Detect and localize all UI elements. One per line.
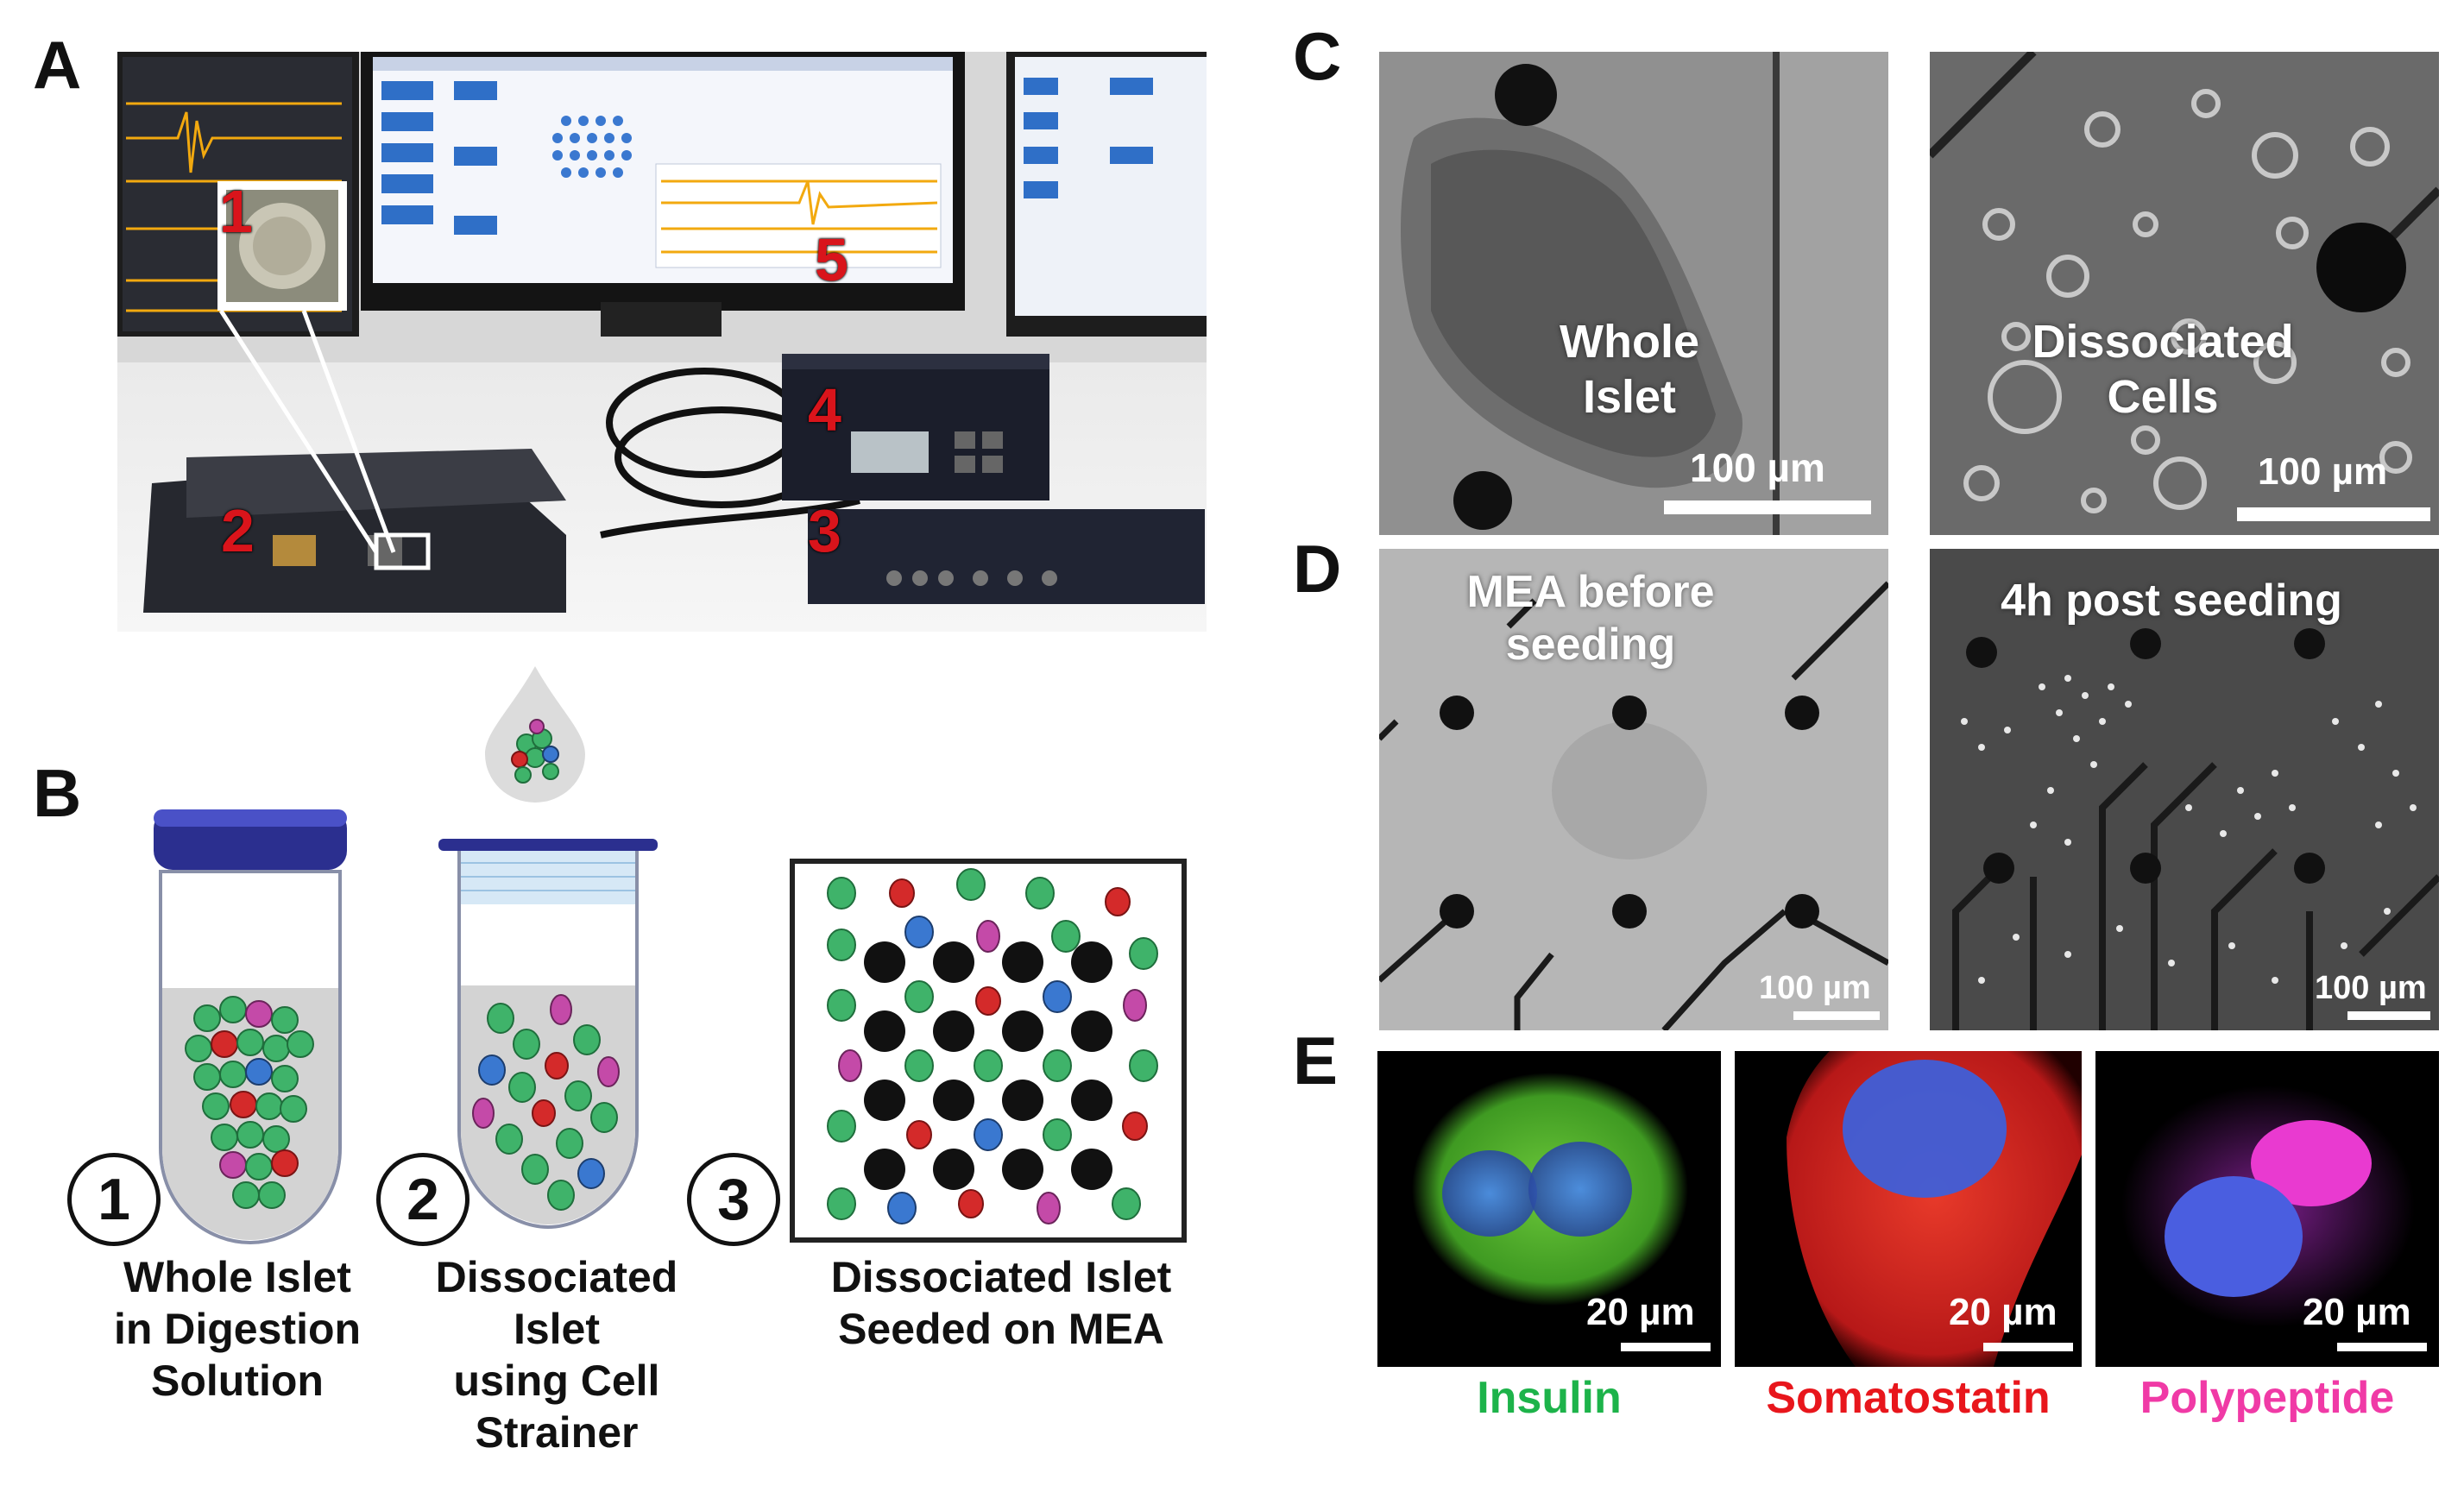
step-3-caption: Dissociated Islet Seeded on MEA [759,1251,1243,1355]
setup-photo-drawing [117,52,1207,632]
caption-line: Strainer [475,1408,639,1457]
scale-label: 100 µm [2315,970,2427,1006]
step-1-caption: Whole Islet in Digestion Solution [52,1251,423,1407]
post-seeding-label: 4h post seeding [1964,575,2379,627]
caption-line: Whole Islet [123,1253,351,1301]
caption-line: Dissociated Islet [830,1253,1172,1301]
polypeptide-cell-drawing [2121,1086,2415,1327]
setup-photo: 1 2 3 4 5 [117,52,1207,632]
scale-label: 100 µm [2258,450,2388,493]
caption-line: Dissociated [435,1253,678,1301]
dissociated-cells-texture [1930,52,2439,535]
mea-before-label: MEA before seeding [1431,566,1750,672]
micrograph-mea-before: MEA before seeding 100 µm [1379,549,1888,1030]
scale-label: 20 µm [2303,1291,2411,1333]
caption-line: in Digestion [113,1305,362,1353]
insulin-cell-drawing [1412,1073,1688,1306]
panel-letter-c: C [1293,18,1342,94]
callout-2: 2 [221,497,255,564]
micrograph-dissociated-cells: Dissociated Cells 100 µm [1930,52,2439,535]
scale-bar [2237,507,2430,521]
post-seeding-texture [1930,549,2439,1030]
whole-islet-texture [1379,52,1888,535]
panel-letter-d: D [1293,531,1342,607]
scale-label: 20 µm [1586,1291,1695,1333]
panel-letter-e: E [1293,1023,1339,1099]
callout-4: 4 [808,376,841,444]
tube-whole-islet [154,809,347,1245]
label-line: MEA before [1466,567,1715,617]
label-line: Cells [2107,370,2219,423]
micrograph-4h-post-seeding: 4h post seeding 100 µm [1930,549,2439,1030]
polypeptide-label: Polypeptide [2139,1373,2395,1423]
tube-cell-strainer [438,839,658,1230]
scale-bar [1664,500,1871,514]
panel-letter-a: A [33,27,82,103]
mea-seeded-illustration [790,859,1187,1243]
droplet-illustration [485,666,585,803]
scale-bar [1983,1343,2073,1351]
caption-line: using Cell [453,1357,660,1405]
caption-line: Seeded on MEA [838,1305,1164,1353]
step-2-caption: Dissociated Islet using Cell Strainer [371,1251,742,1458]
scale-label: 100 µm [1759,970,1871,1006]
scale-bar [1793,1011,1880,1020]
caption-line: Islet [513,1305,601,1353]
micrograph-whole-islet: Whole Islet 100 µm [1379,52,1888,535]
fluorescence-polypeptide: 20 µm [2095,1051,2439,1367]
scale-bar [2347,1011,2430,1020]
insulin-label: Insulin [1477,1373,1622,1423]
callout-3: 3 [808,497,841,564]
step-number-2: 2 [376,1153,469,1246]
whole-islet-label: Whole Islet [1517,315,1742,425]
scale-bar [2337,1343,2427,1351]
label-line: 4h post seeding [2001,576,2342,626]
label-line: Islet [1582,370,1677,423]
panel-letter-b: B [33,755,82,831]
fluorescence-somatostatin: 20 µm [1735,1051,2082,1367]
step-number-1: 1 [67,1153,161,1246]
label-line: seeding [1505,620,1676,670]
step-number-3: 3 [687,1153,780,1246]
caption-line: Solution [151,1357,324,1405]
callout-5: 5 [815,226,848,293]
scale-label: 20 µm [1949,1291,2058,1333]
scale-label: 100 µm [1690,445,1825,490]
callout-1: 1 [219,178,253,245]
somatostatin-cell-drawing [1787,1051,2082,1367]
dissociated-cells-label: Dissociated Cells [2007,315,2318,425]
fluorescence-insulin: 20 µm [1377,1051,1721,1367]
scale-bar [1621,1343,1711,1351]
mea-before-texture [1379,549,1888,1030]
somatostatin-label: Somatostatin [1766,1373,2051,1423]
label-line: Whole [1560,316,1699,368]
label-line: Dissociated [2032,316,2294,368]
